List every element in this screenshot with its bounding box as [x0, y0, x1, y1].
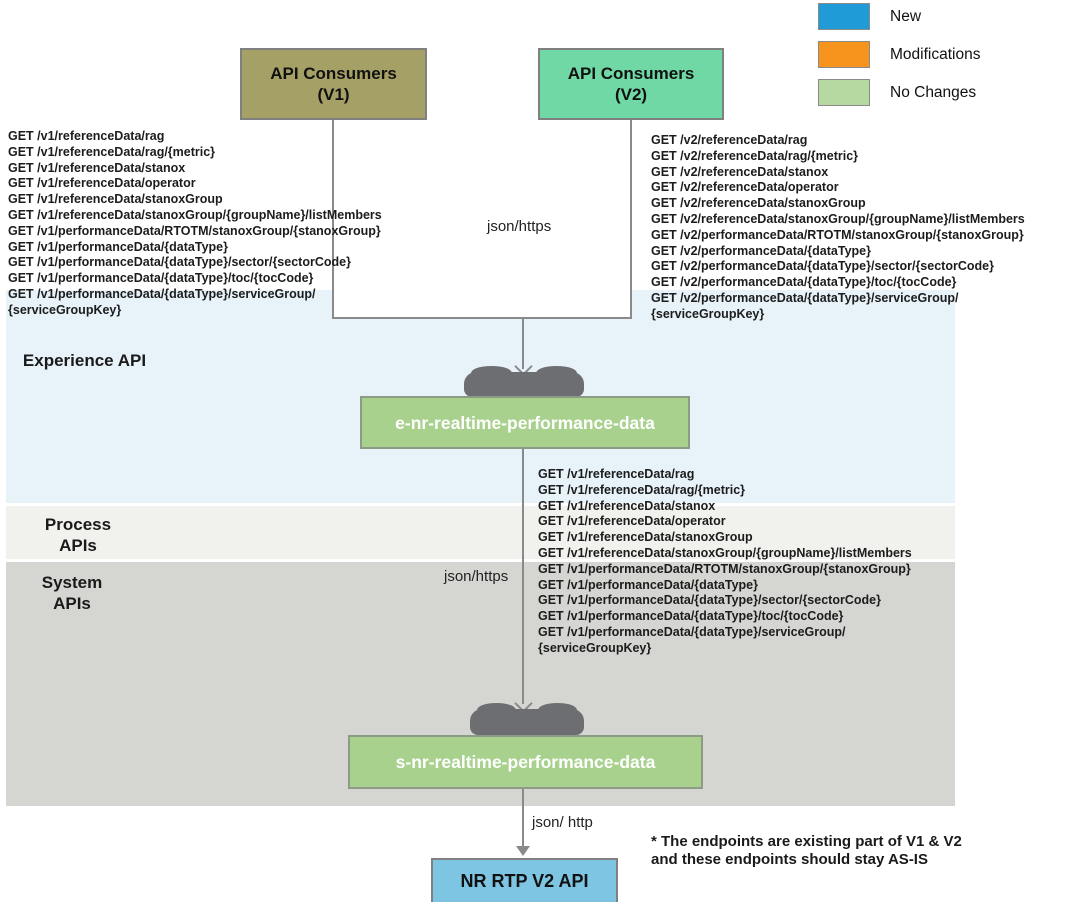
connector-v2-vertical	[630, 120, 632, 318]
connector-horizontal	[332, 317, 632, 319]
cloud-shape	[470, 703, 584, 735]
endpoint-line: {serviceGroupKey}	[538, 640, 652, 655]
legend-swatch-new	[818, 3, 870, 30]
endpoint-line: GET /v2/referenceData/rag/{metric}	[651, 148, 859, 163]
legend-row-no-changes: No Changes	[818, 79, 980, 106]
legend-label-new: New	[890, 7, 922, 25]
system-apis-label: System APIs	[41, 573, 103, 613]
endpoint-line: GET /v1/referenceData/stanoxGroup	[538, 530, 753, 545]
legend-row-modifications: Modifications	[818, 41, 980, 68]
endpoint-line: GET /v2/referenceData/stanoxGroup	[651, 196, 866, 211]
legend-swatch-no-changes	[818, 79, 870, 106]
endpoint-line: GET /v1/referenceData/stanoxGroup	[8, 192, 223, 207]
arrow-down-icon	[516, 846, 530, 856]
protocol-label-middle: json/https	[444, 568, 509, 585]
endpoint-line: GET /v1/referenceData/stanoxGroup/{group…	[538, 545, 912, 560]
connector-drop-3	[522, 789, 524, 847]
endpoint-line: GET /v2/performanceData/{dataType}/servi…	[651, 290, 959, 305]
endpoint-line: GET /v1/referenceData/stanox	[538, 498, 716, 513]
node-e-nr-realtime-performance-data: e-nr-realtime-performance-data	[360, 396, 690, 449]
endpoint-line: GET /v2/performanceData/RTOTM/stanoxGrou…	[651, 227, 1024, 242]
endpoint-line: GET /v1/performanceData/{dataType}	[538, 577, 758, 592]
endpoint-line: GET /v1/referenceData/rag	[538, 467, 695, 481]
band-notch	[334, 290, 630, 317]
endpoint-line: GET /v1/referenceData/operator	[538, 514, 726, 529]
process-apis-label: Process APIs	[44, 515, 112, 555]
endpoint-line: GET /v1/performanceData/{dataType}/toc/{…	[8, 271, 314, 286]
endpoint-line: GET /v1/referenceData/rag/{metric}	[538, 482, 746, 497]
cloud-shape	[464, 366, 584, 397]
footnote-line-2: and these endpoints should stay AS-IS	[651, 851, 928, 868]
endpoint-line: GET /v1/performanceData/RTOTM/stanoxGrou…	[8, 223, 381, 238]
api-consumers-v2-box: API Consumers (V2)	[538, 48, 724, 120]
legend-label-modifications: Modifications	[890, 45, 981, 63]
endpoint-line: GET /v1/referenceData/stanox	[8, 160, 186, 175]
endpoint-line: GET /v1/performanceData/{dataType}	[8, 239, 228, 254]
endpoint-line: GET /v1/performanceData/{dataType}/secto…	[8, 255, 351, 270]
endpoint-line: GET /v2/performanceData/{dataType}/secto…	[651, 259, 994, 274]
protocol-label-bottom: json/ http	[532, 814, 593, 831]
endpoint-line: GET /v1/referenceData/stanoxGroup/{group…	[8, 207, 382, 222]
footnote-line-1: * The endpoints are existing part of V1 …	[651, 833, 962, 850]
layer-process-apis	[6, 506, 955, 559]
endpoint-line: GET /v2/performanceData/{dataType}/toc/{…	[651, 275, 957, 290]
endpoint-line: GET /v1/performanceData/RTOTM/stanoxGrou…	[538, 561, 911, 576]
endpoint-line: GET /v2/referenceData/operator	[651, 180, 839, 195]
connector-v1-vertical	[332, 120, 334, 318]
endpoint-line: GET /v1/referenceData/operator	[8, 176, 196, 191]
legend-label-no-changes: No Changes	[890, 83, 977, 101]
protocol-label-top: json/https	[487, 218, 552, 235]
endpoint-line: {serviceGroupKey}	[651, 306, 765, 321]
endpoint-line: GET /v2/performanceData/{dataType}	[651, 243, 871, 258]
endpoint-line: GET /v1/referenceData/rag/{metric}	[8, 144, 216, 159]
endpoint-line: {serviceGroupKey}	[8, 302, 122, 317]
endpoint-line: GET /v1/performanceData/{dataType}/servi…	[538, 624, 846, 639]
legend-swatch-modifications	[818, 41, 870, 68]
legend-row-new: New	[818, 3, 980, 30]
endpoint-line: GET /v2/referenceData/rag	[651, 133, 808, 147]
legend: New Modifications No Changes	[818, 3, 980, 117]
endpoint-line: GET /v2/referenceData/stanox	[651, 164, 829, 179]
footnote: * The endpoints are existing part of V1 …	[651, 833, 962, 869]
connector-drop-2	[522, 449, 524, 704]
node-nr-rtp-v2-api: NR RTP V2 API	[431, 858, 618, 902]
endpoint-line: GET /v1/performanceData/{dataType}/servi…	[8, 286, 316, 301]
api-consumers-v1-box: API Consumers (V1)	[240, 48, 427, 120]
endpoint-line: GET /v1/performanceData/{dataType}/toc/{…	[538, 609, 844, 624]
endpoint-line: GET /v1/referenceData/rag	[8, 129, 165, 143]
node-s-nr-realtime-performance-data: s-nr-realtime-performance-data	[348, 735, 703, 789]
endpoint-line: GET /v2/referenceData/stanoxGroup/{group…	[651, 211, 1025, 226]
connector-drop-1	[522, 317, 524, 369]
endpoint-line: GET /v1/performanceData/{dataType}/secto…	[538, 593, 881, 608]
experience-api-label: Experience API	[22, 351, 147, 370]
